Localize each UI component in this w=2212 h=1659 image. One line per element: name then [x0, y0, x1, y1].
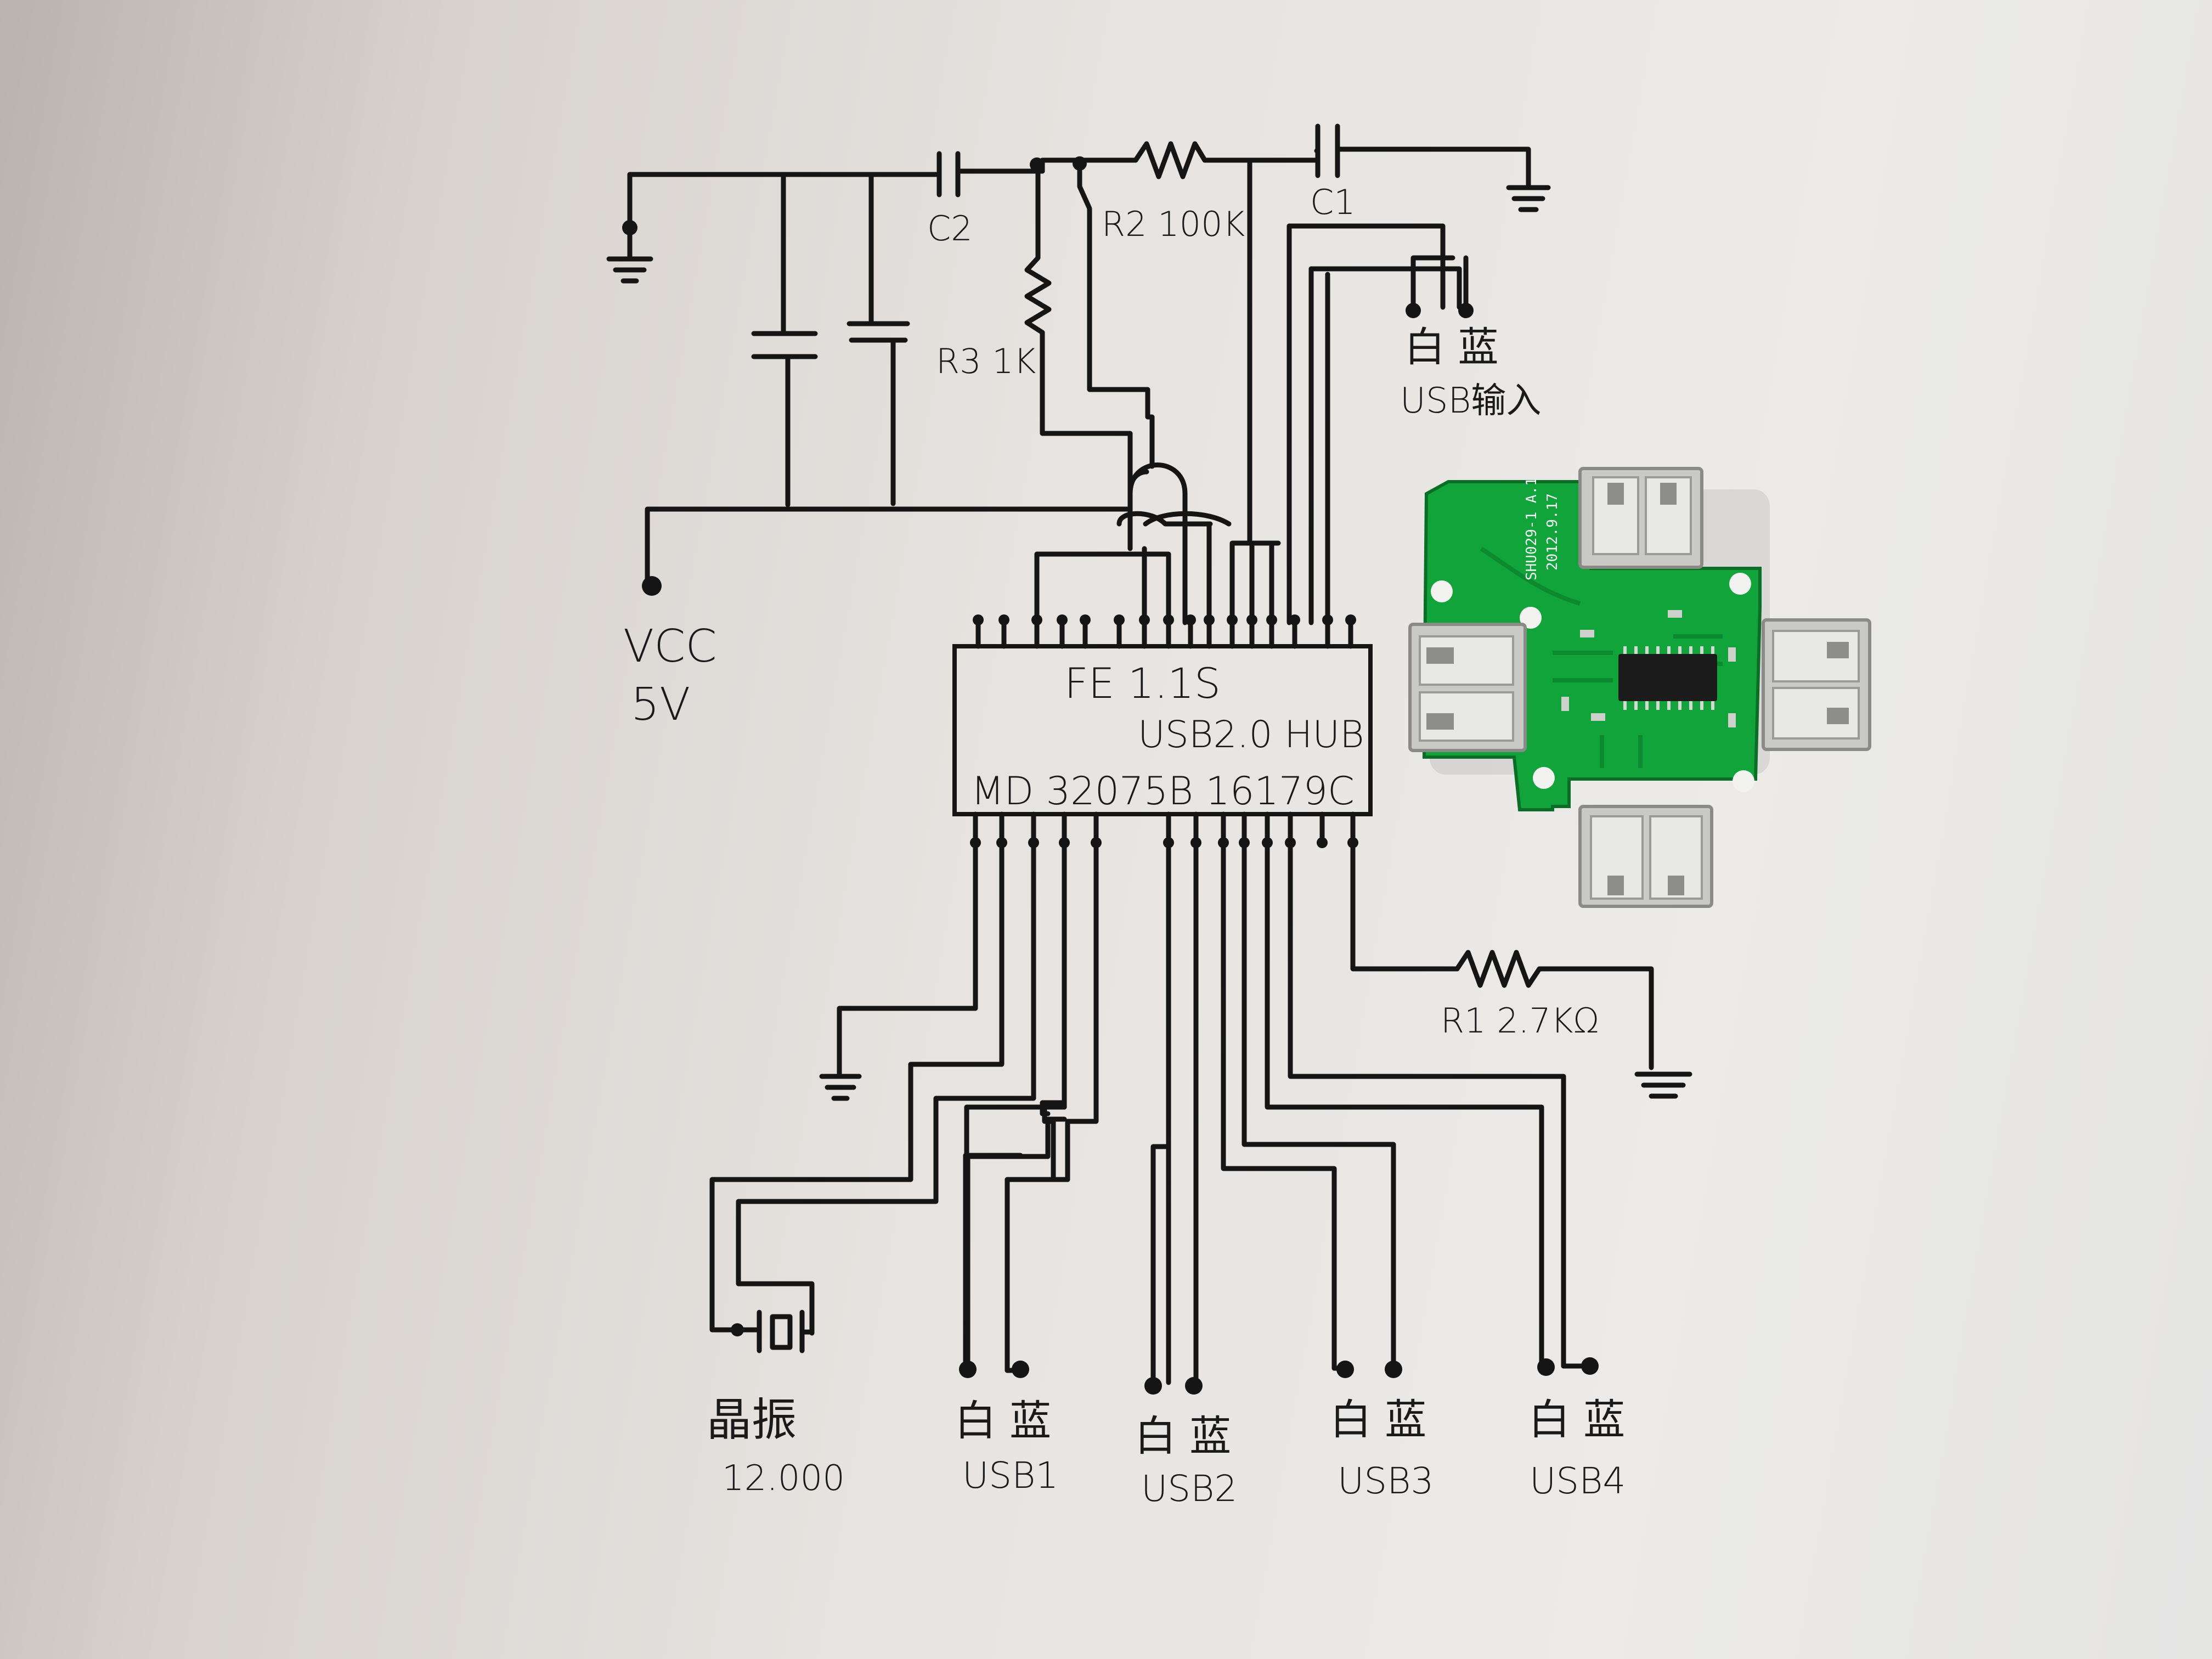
label-usb4-colors: 白 蓝	[1528, 1395, 1625, 1444]
label-c1: C1	[1310, 182, 1356, 222]
hub-chip: FE 1.1S USB2.0 HUB MD 32075B 16179C	[952, 614, 1373, 848]
capacitor-bypass-1	[751, 172, 818, 507]
resistor-r1	[1454, 950, 1654, 1070]
label-usb2: USB2	[1141, 1468, 1237, 1510]
pcb-date-text: 2012.9.17	[1544, 493, 1561, 571]
label-r3: R3 1K	[936, 341, 1036, 381]
top-network	[606, 123, 1551, 625]
capacitor-c1	[1314, 123, 1531, 189]
usb-hub-board: SHU029-1 A.1 2012.9.17	[1408, 467, 1871, 908]
resistor-r2	[1133, 141, 1319, 179]
usb-port-top	[1578, 467, 1703, 569]
label-vcc-volt: 5V	[631, 679, 690, 731]
label-r2: R2 100K	[1102, 204, 1245, 244]
label-usb-in: USB输入	[1400, 381, 1541, 421]
capacitor-bypass-2	[847, 172, 910, 506]
label-usb3-colors: 白 蓝	[1330, 1395, 1426, 1444]
label-crystal-freq: 12.000	[722, 1458, 845, 1499]
usb-port-left	[1408, 623, 1527, 752]
chip-label-line2: USB2.0 HUB	[1138, 713, 1364, 757]
ground-symbol-top-right	[1506, 185, 1551, 212]
label-vcc: VCC	[623, 620, 717, 673]
ground-symbol-top-left	[606, 172, 653, 284]
label-usb-in-colors: 白 蓝	[1404, 324, 1499, 371]
usb-port-right	[1762, 618, 1871, 751]
label-usb2-colors: 白 蓝	[1135, 1412, 1231, 1460]
usb-port-bottom	[1578, 805, 1713, 908]
ground-symbol-bottom-right	[1634, 1071, 1692, 1099]
label-usb1-colors: 白 蓝	[955, 1396, 1051, 1445]
label-crystal: 晶振	[707, 1394, 797, 1446]
bottom-network	[709, 840, 1692, 1395]
label-usb3: USB3	[1338, 1460, 1434, 1502]
label-usb1: USB1	[962, 1454, 1058, 1497]
chip-label-line1: FE 1.1S	[1064, 659, 1221, 708]
label-usb4: USB4	[1530, 1460, 1626, 1502]
ground-symbol-bottom-left	[819, 1074, 862, 1101]
handwritten-labels: C2 R2 100K C1 R3 1K 白 蓝 USB输入 VCC 5V R1 …	[623, 182, 1626, 1510]
capacitor-c2	[936, 151, 1045, 198]
chip-top-pins	[973, 614, 1356, 649]
vcc-terminal	[642, 576, 662, 596]
crystal-symbol	[731, 1310, 815, 1353]
chip-label-line3: MD 32075B 16179C	[971, 769, 1355, 814]
pcb-ic	[1618, 654, 1717, 701]
chip-bottom-pins	[970, 811, 1358, 848]
label-r1: R1 2.7KΩ	[1441, 1001, 1599, 1041]
pcb-model-text: SHU029-1 A.1	[1523, 477, 1540, 580]
resistor-r3	[1024, 162, 1133, 496]
label-c2: C2	[927, 208, 973, 249]
